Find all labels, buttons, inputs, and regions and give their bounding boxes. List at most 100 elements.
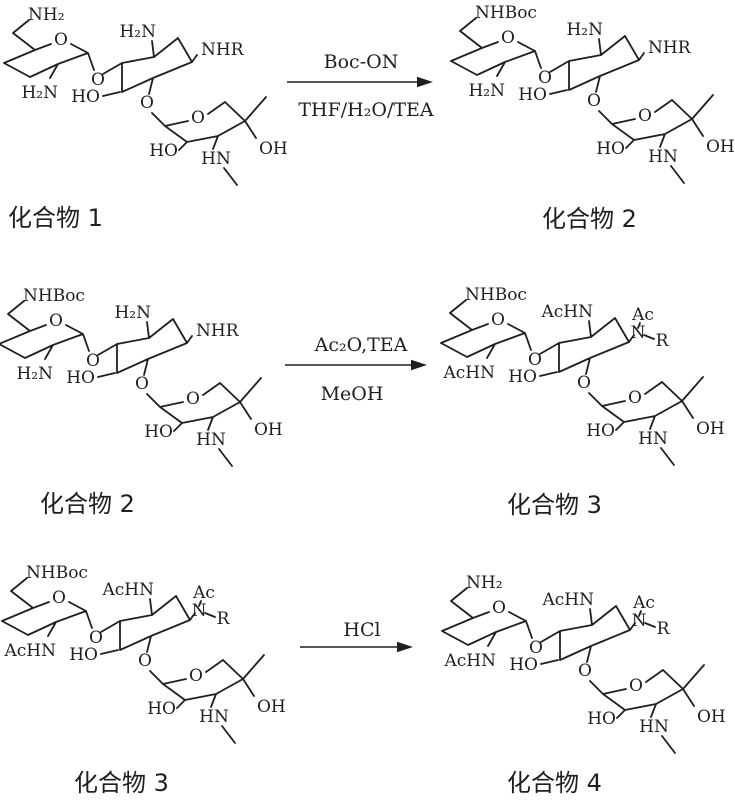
ring-c-oxygen-label: O xyxy=(191,108,205,128)
caption-compound-1: 化合物 1 xyxy=(8,204,103,232)
caption-compound-2-reactant: 化合物 2 xyxy=(40,490,135,518)
arm-amine-label: NHBoc xyxy=(23,286,85,306)
hydroxyl-c2-label: HO xyxy=(144,422,173,442)
caption-compound-4: 化合物 4 xyxy=(507,769,602,797)
structure-compound-2-reactant: NHBoc O H₂N O H₂N NHR HO O O HO HN OH xyxy=(0,286,283,467)
glycosidic-o2-label: O xyxy=(578,661,592,681)
caption-compound-3: 化合物 3 xyxy=(507,491,602,519)
r-label: R xyxy=(217,609,231,629)
glycosidic-o1-label: O xyxy=(529,638,543,658)
arrow-head-icon xyxy=(411,359,427,371)
ac-label: Ac xyxy=(631,305,654,325)
amine-mid-label: AcHN xyxy=(541,302,594,322)
ring-c-oxygen-label: O xyxy=(186,389,200,409)
nhr-label: NHR xyxy=(648,38,692,58)
hydroxyl-c2-label: HO xyxy=(596,139,625,159)
arm-amine-label: NHBoc xyxy=(465,285,527,305)
hydroxyl-c4-label: OH xyxy=(697,707,726,727)
glycosidic-o2-label: O xyxy=(138,651,152,671)
ring-c-oxygen-label: O xyxy=(189,666,203,686)
hydroxyl-c2-label: HO xyxy=(149,141,178,161)
glycosidic-o2-label: O xyxy=(135,374,149,394)
hydroxyl-mid-label: HO xyxy=(509,655,538,675)
reagent-above-label: Boc-ON xyxy=(324,51,399,73)
amine-left-label: AcHN xyxy=(444,651,497,671)
amine-left-label: AcHN xyxy=(443,363,496,383)
methylamino-label: HN xyxy=(196,430,226,450)
structure-compound-3-product: NHBoc O AcHN O AcHN Ac N R HO O O HO HN … xyxy=(440,285,725,466)
ac-label: Ac xyxy=(632,593,655,613)
glycosidic-o2-label: O xyxy=(140,93,154,113)
glycosidic-o2-label: O xyxy=(577,373,591,393)
r-label: R xyxy=(656,331,670,351)
glycosidic-o1-label: O xyxy=(89,628,103,648)
nhr-label: NHR xyxy=(201,40,245,60)
caption-compound-3-reactant: 化合物 3 xyxy=(74,769,169,797)
ring-c-oxygen-label: O xyxy=(628,388,642,408)
n-label: N xyxy=(632,611,647,631)
hydroxyl-c2-label: HO xyxy=(147,699,176,719)
caption-compound-2: 化合物 2 xyxy=(542,205,637,233)
hydroxyl-mid-label: HO xyxy=(69,645,98,665)
ring-a-oxygen-label: O xyxy=(52,588,66,608)
reagent-above-label: HCl xyxy=(343,619,380,641)
hydroxyl-c4-label: OH xyxy=(706,137,735,157)
hydroxyl-c4-label: OH xyxy=(257,697,286,717)
amine-mid-label: H₂N xyxy=(566,20,603,40)
arrow-head-icon xyxy=(417,76,433,88)
glycosidic-o1-label: O xyxy=(528,350,542,370)
ring-a-oxygen-label: O xyxy=(501,28,515,48)
ring-a-oxygen-label: O xyxy=(49,311,63,331)
ring-a-oxygen-label: O xyxy=(492,598,506,618)
ring-a-oxygen-label: O xyxy=(54,30,68,50)
reagent-below-label: MeOH xyxy=(321,383,384,405)
structure-compound-3-reactant: NHBoc O AcHN O AcHN Ac N R HO O O HO HN … xyxy=(1,563,286,744)
methylamino-label: HN xyxy=(638,429,668,449)
arm-amine-label: NH₂ xyxy=(466,573,503,593)
hydroxyl-c4-label: OH xyxy=(696,419,725,439)
structure-compound-2-product: NHBoc O H₂N O H₂N NHR HO O O HO HN OH xyxy=(450,3,735,184)
glycosidic-o1-label: O xyxy=(91,70,105,90)
ac-label: Ac xyxy=(192,583,215,603)
arrow-head-icon xyxy=(397,641,413,653)
reaction-arrow-1: Boc-ON THF/H₂O/TEA xyxy=(287,51,434,121)
hydroxyl-c2-label: HO xyxy=(587,709,616,729)
hydroxyl-c2-label: HO xyxy=(586,421,615,441)
arm-amine-label: NHBoc xyxy=(475,3,537,23)
nhr-label: NHR xyxy=(196,321,240,341)
reaction-arrow-3: HCl xyxy=(300,619,413,653)
amine-left-label: H₂N xyxy=(21,83,58,103)
methylamino-label: HN xyxy=(199,707,229,727)
amine-left-label: H₂N xyxy=(16,364,53,384)
hydroxyl-c4-label: OH xyxy=(254,420,283,440)
structure-compound-4: NH₂ O AcHN O AcHN Ac N R HO O O HO HN OH xyxy=(441,573,726,754)
ring-a-oxygen-label: O xyxy=(491,310,505,330)
arm-amine-label: NHBoc xyxy=(26,563,88,583)
amine-mid-label: AcHN xyxy=(542,590,595,610)
r-label: R xyxy=(657,619,671,639)
amine-left-label: H₂N xyxy=(468,81,505,101)
ring-c-oxygen-label: O xyxy=(629,676,643,696)
glycosidic-o1-label: O xyxy=(538,68,552,88)
amine-left-label: AcHN xyxy=(4,641,57,661)
hydroxyl-c4-label: OH xyxy=(259,139,288,159)
arm-amine-label: NH₂ xyxy=(28,5,65,25)
reagent-below-label: THF/H₂O/TEA xyxy=(298,99,434,121)
amine-mid-label: AcHN xyxy=(102,580,155,600)
n-label: N xyxy=(631,323,646,343)
methylamino-label: HN xyxy=(639,717,669,737)
glycosidic-o2-label: O xyxy=(587,91,601,111)
methylamino-label: HN xyxy=(201,149,231,169)
n-label: N xyxy=(192,601,207,621)
structure-compound-1: NH₂ O H₂N O H₂N NHR HO O O HO HN OH xyxy=(3,5,288,186)
hydroxyl-mid-label: HO xyxy=(71,87,100,107)
reagent-above-label: Ac₂O,TEA xyxy=(314,334,408,356)
hydroxyl-mid-label: HO xyxy=(518,85,547,105)
amine-mid-label: H₂N xyxy=(114,303,151,323)
reaction-arrow-2: Ac₂O,TEA MeOH xyxy=(285,334,427,405)
glycosidic-o1-label: O xyxy=(86,351,100,371)
ring-c-oxygen-label: O xyxy=(638,106,652,126)
